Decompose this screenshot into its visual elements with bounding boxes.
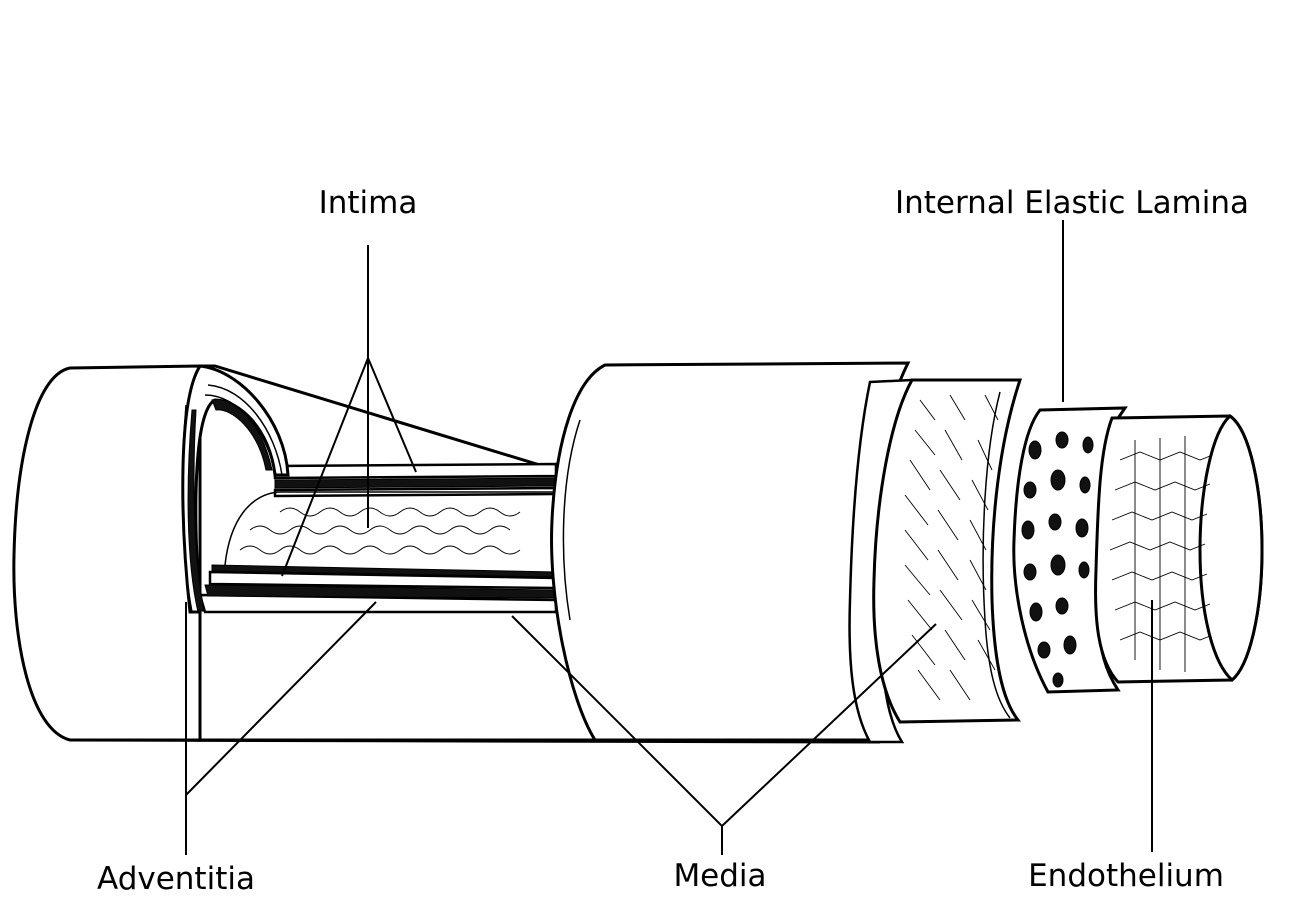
intima-leader <box>281 245 417 577</box>
label-endothelium: Endothelium <box>1028 858 1224 894</box>
media-leader <box>511 615 937 855</box>
fenestration-holes <box>1021 431 1094 688</box>
label-intima: Intima <box>319 185 418 221</box>
adventitia-leader <box>185 601 377 855</box>
left-ring-cut-end <box>181 364 290 614</box>
media-ring <box>872 378 1023 724</box>
label-media: Media <box>673 858 766 894</box>
endothelial-cells <box>1109 436 1211 672</box>
label-adventitia: Adventitia <box>97 861 255 897</box>
label-internal-elastic-lamina: Internal Elastic Lamina <box>895 185 1249 221</box>
endothelium-tube <box>1094 414 1264 684</box>
middle-cylinder <box>550 361 914 744</box>
leader-lines <box>185 220 1153 855</box>
